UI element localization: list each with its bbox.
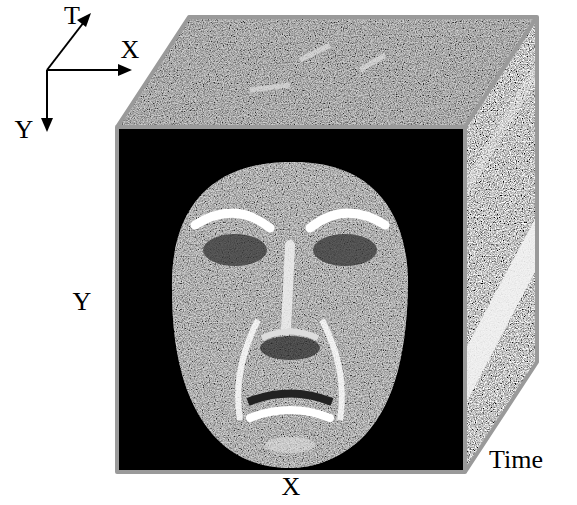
axis-label: Y — [73, 289, 92, 315]
axis-label: X — [121, 37, 140, 63]
axis-label: Time — [489, 447, 543, 473]
axis-arrows — [41, 13, 132, 132]
side-face — [460, 10, 545, 480]
axis-label: T — [64, 3, 80, 29]
axis-label: X — [282, 474, 301, 500]
axis-label: Y — [15, 117, 34, 143]
cube-edges — [117, 17, 537, 472]
face-texture — [165, 155, 415, 475]
